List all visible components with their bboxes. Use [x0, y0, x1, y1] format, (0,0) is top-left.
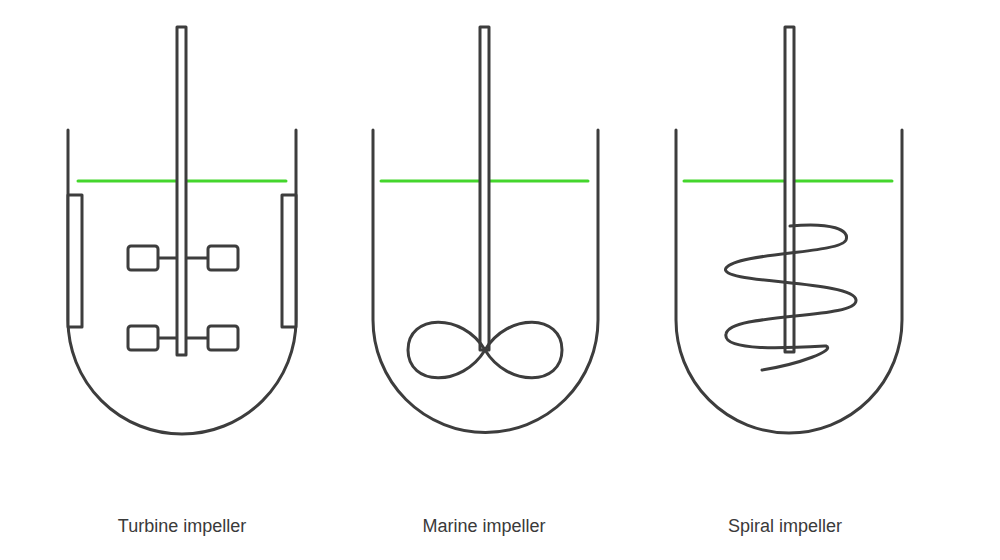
shaft	[177, 27, 186, 355]
baffle	[68, 195, 82, 327]
shaft	[480, 27, 489, 350]
shaft	[785, 27, 794, 352]
turbine-blade	[128, 326, 158, 350]
vessel-caption: Marine impeller	[422, 516, 545, 537]
turbine-blade	[208, 326, 238, 350]
vessel-caption: Spiral impeller	[728, 516, 842, 537]
baffle	[282, 195, 296, 327]
turbine-blade	[208, 246, 238, 270]
spiral-ribbon	[725, 225, 856, 370]
marine-propeller	[408, 322, 562, 378]
vessel-caption: Turbine impeller	[118, 516, 246, 537]
turbine-blade	[128, 246, 158, 270]
